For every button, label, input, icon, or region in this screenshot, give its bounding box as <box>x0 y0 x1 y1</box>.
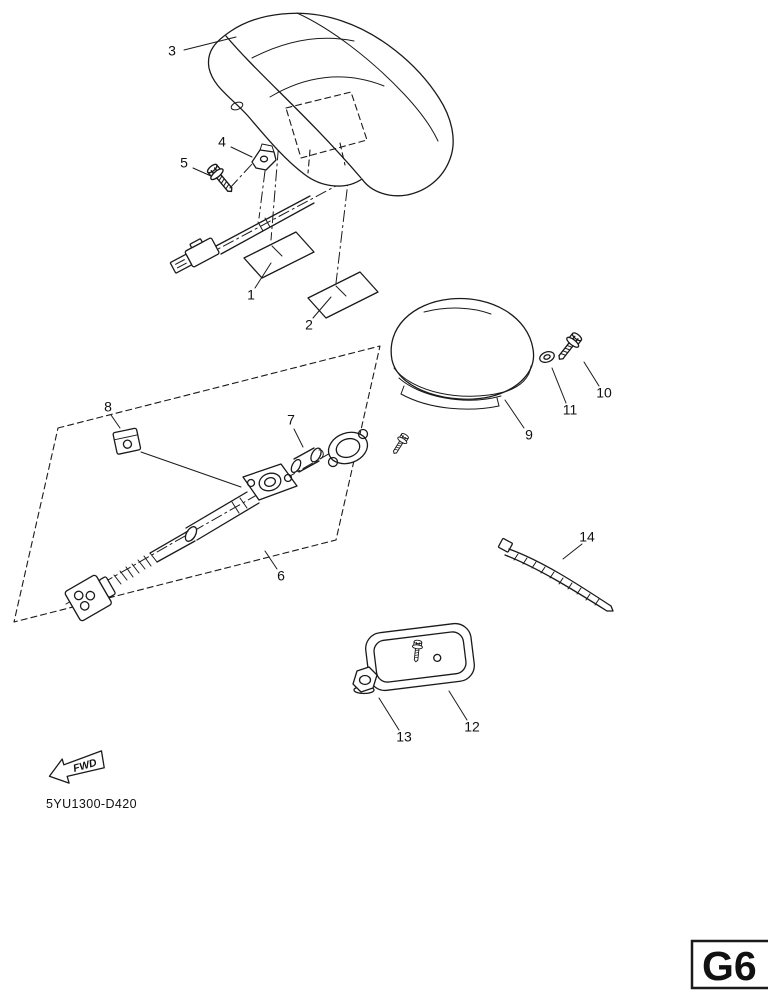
shell-hidden-opening <box>285 91 368 159</box>
part-10-bolt <box>553 329 585 365</box>
sheet1-leader-centerline <box>270 127 281 241</box>
sheet2-slit <box>335 285 347 297</box>
sheet1-slit <box>271 245 283 257</box>
bolt5-axis-centerline <box>229 163 253 189</box>
socket-plate <box>327 428 369 468</box>
fwd-arrow: FWD <box>48 750 105 784</box>
harness-tape-band <box>257 217 271 232</box>
page-ref-box: G6 <box>690 939 768 990</box>
shell-hidden-drops <box>307 142 346 174</box>
diagram-root: FWD 5YU1300-D420 G6 1 2 3 4 <box>13 12 768 990</box>
callout-1-label: 1 <box>247 287 255 303</box>
callout-6-label: 6 <box>277 568 285 584</box>
fwd-arrow-shape <box>48 750 105 784</box>
tie-serrations <box>513 553 600 606</box>
part-2-sheet <box>307 271 379 319</box>
sensor-cable-wrap <box>113 552 158 585</box>
callout-4-label: 4 <box>218 134 226 150</box>
sensor-connector <box>64 574 116 622</box>
callout-3: 3 <box>168 36 237 59</box>
page-ref-label: G6 <box>702 943 757 989</box>
shell-detail-oval <box>230 101 244 111</box>
part-11-washer <box>539 350 555 364</box>
harness-connector <box>169 237 220 274</box>
callout-7: 7 <box>287 412 304 448</box>
callout-10-label: 10 <box>596 385 612 401</box>
sensor-flange <box>242 463 298 501</box>
socket-screw <box>389 431 411 457</box>
part-13-nut <box>352 666 378 695</box>
part-7-bulb-socket <box>290 428 411 474</box>
sensor-body-ribs <box>231 497 248 514</box>
part-1-sheet <box>243 231 315 279</box>
callout-13: 13 <box>378 697 412 745</box>
callout-12: 12 <box>448 690 480 735</box>
callout-9: 9 <box>504 399 533 443</box>
callout-3-label: 3 <box>168 43 176 59</box>
callout-12-label: 12 <box>464 719 480 735</box>
callout-14: 14 <box>562 529 595 560</box>
callout-5: 5 <box>180 155 212 177</box>
part-3-tail-cover <box>207 12 454 197</box>
callout-4: 4 <box>218 134 253 158</box>
assembly-dashed-box <box>13 345 381 623</box>
centerlines <box>65 127 363 605</box>
shell-seam-2 <box>269 76 385 98</box>
callout-2-label: 2 <box>305 317 313 333</box>
part-8-clip <box>112 427 242 488</box>
callout-8-label: 8 <box>104 399 112 415</box>
shell-crease <box>225 35 362 179</box>
shell-seam-1 <box>251 37 355 59</box>
callout-1: 1 <box>247 262 272 303</box>
bracket-cable-centerline <box>258 170 266 219</box>
part-6-sensor-assembly <box>13 345 381 623</box>
callout-14-label: 14 <box>579 529 595 545</box>
part-14-cable-tie <box>497 537 614 612</box>
callout-9-label: 9 <box>525 427 533 443</box>
diagram-code: 5YU1300-D420 <box>46 797 137 811</box>
bulb <box>290 447 324 474</box>
callout-11-label: 11 <box>563 402 578 418</box>
part-12-license-lens <box>365 622 475 692</box>
callout-8: 8 <box>104 399 121 429</box>
sensor-shaft <box>149 530 196 563</box>
part-5-bolt <box>204 161 238 198</box>
sensor-body <box>185 491 260 541</box>
clip-mount-line <box>140 451 242 488</box>
page-ref-frame <box>690 939 768 990</box>
callout-11: 11 <box>551 367 578 418</box>
callout-2: 2 <box>305 296 332 333</box>
part-4-bracket <box>251 143 277 171</box>
part-9-lens <box>390 297 535 410</box>
wire-harness <box>169 195 315 274</box>
callout-10: 10 <box>583 361 612 401</box>
shell-ridge <box>296 12 439 142</box>
callout-13-label: 13 <box>396 729 412 745</box>
callouts: 1 2 3 4 5 6 7 <box>104 36 612 745</box>
callout-6: 6 <box>264 550 285 584</box>
callout-5-label: 5 <box>180 155 188 171</box>
callout-7-label: 7 <box>287 412 295 428</box>
